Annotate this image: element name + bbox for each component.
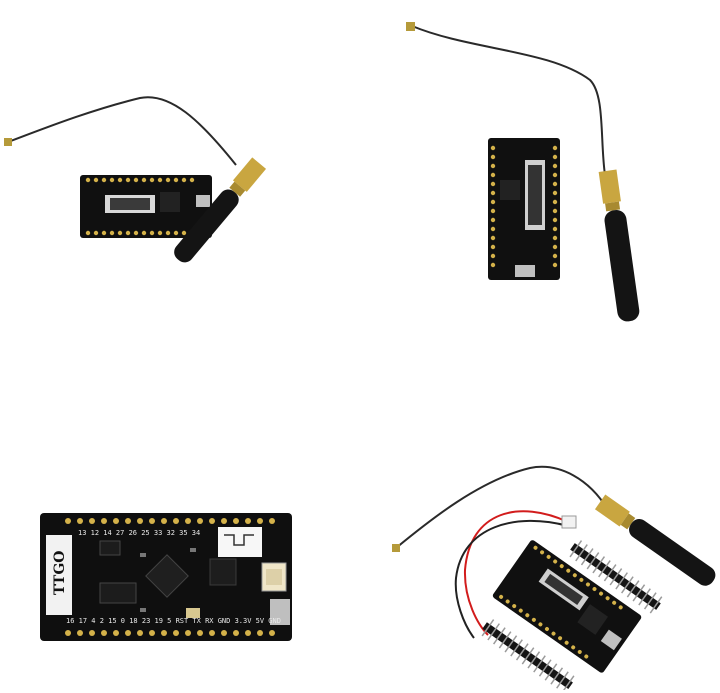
- photo-bottom-right: [390, 460, 720, 690]
- photo-top-left: [0, 80, 350, 290]
- pin-header-strip: [569, 540, 663, 614]
- board-closeup: TTGO 13 12 14 27 26 25 33 32 35 34 16 17…: [40, 513, 292, 641]
- ttgo-logo-plate: [46, 535, 72, 615]
- pin-header-strip-2: [481, 619, 575, 690]
- ttgo-logo: TTGO: [52, 551, 68, 596]
- photo-bottom-left: TTGO 13 12 14 27 26 25 33 32 35 34 16 17…: [40, 513, 295, 643]
- svg-text:13 12 14 27 26 25 33 32 35 34: 13 12 14 27 26 25 33 32 35 34: [78, 529, 200, 537]
- board-kit-with-headers: [392, 465, 716, 690]
- photo-top-right: [400, 10, 720, 330]
- board-with-antenna-horizontal: [4, 96, 267, 263]
- board-with-antenna-vertical: [406, 22, 640, 322]
- svg-text:16 17 4 2 15 0 18 23 19 5 RST: 16 17 4 2 15 0 18 23 19 5 RST TX RX GND …: [66, 617, 281, 625]
